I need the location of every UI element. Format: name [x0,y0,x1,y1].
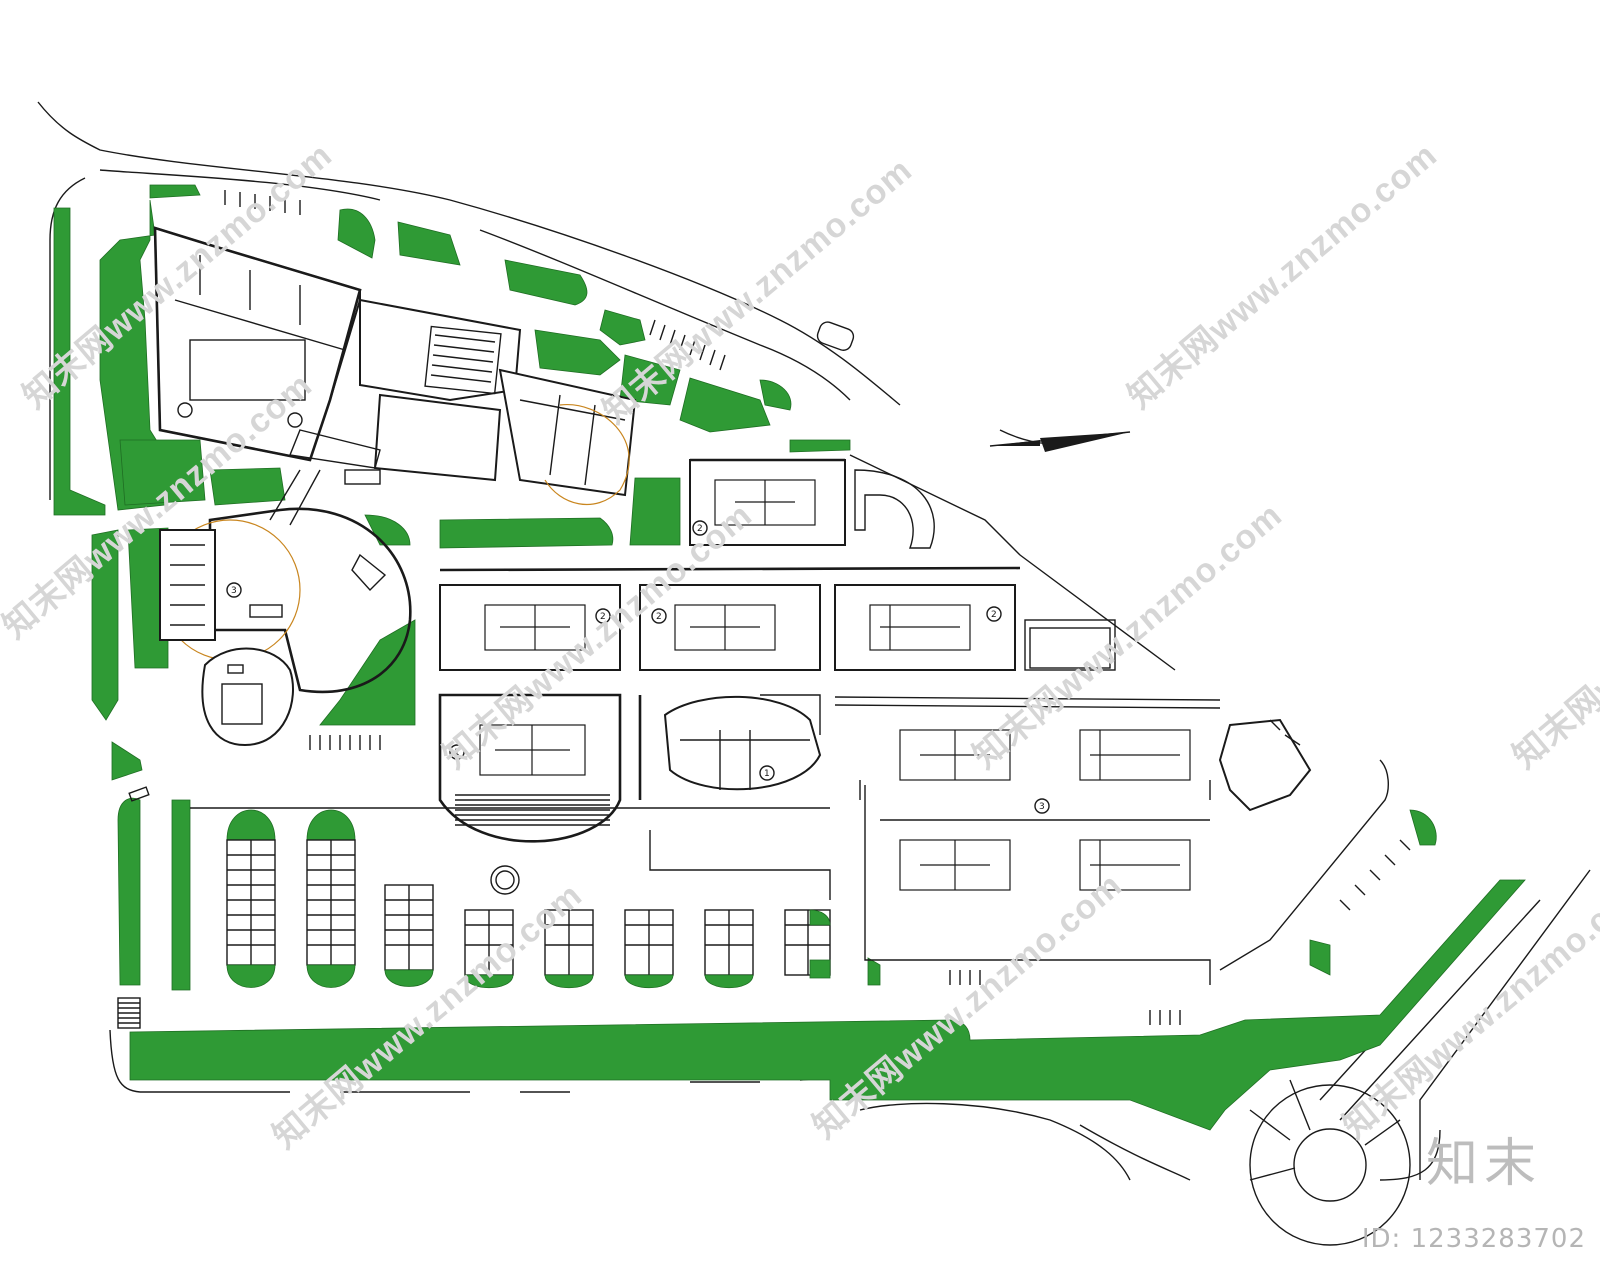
court-marker: 2 [651,608,667,624]
court-marker: 2 [595,608,611,624]
court-number: 2 [697,524,703,534]
image-id-label: ID: 1233283702 [1361,1224,1586,1254]
parking-area [190,807,831,989]
court-number: 1 [764,769,770,779]
court-marker: 3 [226,582,242,598]
main-building [153,226,637,526]
north-arrow-icon [989,431,1131,452]
court-marker: 3 [1034,798,1050,814]
court-number-markers: 2 2 2 2 1 1 3 3 [226,520,1050,814]
stadium-court [438,693,622,843]
rotunda-building [159,507,412,747]
court-number: 3 [1039,802,1045,812]
court-number: 2 [656,612,662,622]
court-number: 2 [600,612,606,622]
brand-logo: 知末 [1425,1134,1542,1194]
parking-strip-2 [306,809,356,988]
court-marker: 1 [449,744,465,760]
oval-building [638,694,831,900]
court-row-middle [439,566,1116,671]
court-number: 2 [991,610,997,620]
court-group-east [834,696,1312,985]
court-marker: 1 [759,765,775,781]
parking-strip-1 [226,809,276,988]
court-number: 1 [454,748,460,758]
parking-strip-small [384,884,831,989]
court-marker: 2 [986,606,1002,622]
court-marker: 2 [692,520,708,536]
lawns [53,184,1526,1131]
court-group-north [689,454,1176,671]
site-details [117,190,1411,1029]
court-number: 3 [231,586,237,596]
